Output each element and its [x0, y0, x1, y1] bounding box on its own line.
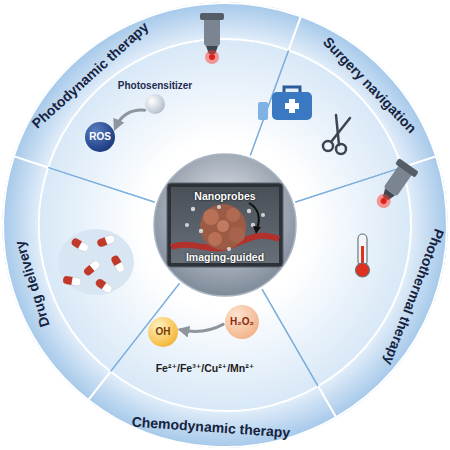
sector-divider [48, 168, 155, 203]
monitor-bezel [167, 183, 283, 267]
molecule-circle: H₂O₂ [225, 305, 259, 339]
capsule [70, 237, 90, 253]
tumor-lump [208, 232, 222, 246]
molecule-circle: ROS [85, 122, 115, 152]
sector-band [289, 16, 437, 167]
sector-divider [262, 289, 318, 386]
scissors-ring [336, 144, 346, 154]
center-frame [154, 154, 296, 296]
molecule-circle: OH [148, 317, 178, 347]
sector-label: Photodynamic therapy [29, 19, 151, 130]
center-caption: Imaging-guided [186, 252, 264, 263]
sector-divider [110, 283, 179, 371]
sector-divider [262, 289, 318, 386]
thermometer-bulb [356, 263, 370, 277]
sector-label: Surgery navigation [321, 34, 419, 135]
sector-divider [110, 283, 179, 371]
tumor-illustration [153, 153, 297, 297]
molecule-circle: Photosensitizer [145, 94, 165, 114]
sector-divider [295, 168, 402, 203]
medical-kit-icon [258, 87, 312, 120]
uptake-arrow-head [253, 226, 261, 234]
tumor-lump [217, 220, 229, 232]
tumor-mass [200, 204, 246, 250]
molecule-label: H₂O₂ [230, 317, 254, 327]
molecule-label: OH [156, 327, 171, 337]
kit-body [272, 92, 312, 120]
capsule [62, 275, 81, 286]
laser-device [200, 13, 224, 64]
ion-label: Fe²⁺/Fe³⁺/Cu²⁺/Mn²⁺ [156, 363, 255, 374]
sector-divider [295, 168, 402, 203]
kit-bottle [258, 102, 268, 120]
flow-arrow [181, 324, 223, 331]
scissors-blade [336, 115, 339, 145]
blood-vessel [171, 236, 279, 249]
thermometer-stem [358, 234, 367, 266]
uptake-arrow [249, 203, 259, 229]
center-caption: Nanoprobes [194, 191, 255, 202]
flow-arrow [115, 110, 144, 128]
nanoprobe-dots [185, 205, 265, 251]
kit-cross [289, 99, 295, 113]
sector-band [3, 156, 110, 400]
monitor-screen [171, 187, 279, 263]
capsule [94, 278, 113, 295]
center-image-node: NanoprobesImaging-guided [153, 153, 297, 297]
molecule-label: ROS [89, 132, 111, 142]
sector-band [318, 156, 447, 417]
tumor-lump [203, 209, 219, 225]
thermometer-mercury [361, 246, 364, 266]
sector-divider [250, 50, 288, 155]
capsule [110, 254, 126, 274]
sector-divider [48, 168, 155, 203]
kit-handle [284, 87, 300, 93]
sector-label: Chemodynamic therapy [131, 414, 290, 439]
capsule-backdrop [58, 229, 134, 295]
capsule [96, 234, 116, 248]
inner-circle [39, 39, 411, 411]
tumor-lump [229, 227, 245, 243]
sector-divider [250, 50, 288, 155]
capsule-group [58, 229, 134, 295]
thermometer-icon [356, 234, 370, 277]
sector-band [14, 3, 301, 168]
kit-cross [285, 103, 299, 109]
laser-device [370, 158, 419, 214]
scissors-icon [323, 115, 350, 154]
scissors-ring [323, 141, 333, 151]
sector-label: Photothermal therapy [381, 227, 446, 367]
outer-circle [3, 3, 447, 447]
scissors-blade [331, 118, 350, 142]
sector-label: Drug delivery [12, 239, 52, 329]
capsule [83, 259, 102, 277]
tumor-lump [226, 208, 240, 222]
molecule-label: Photosensitizer [118, 81, 192, 91]
sector-band [88, 372, 336, 447]
